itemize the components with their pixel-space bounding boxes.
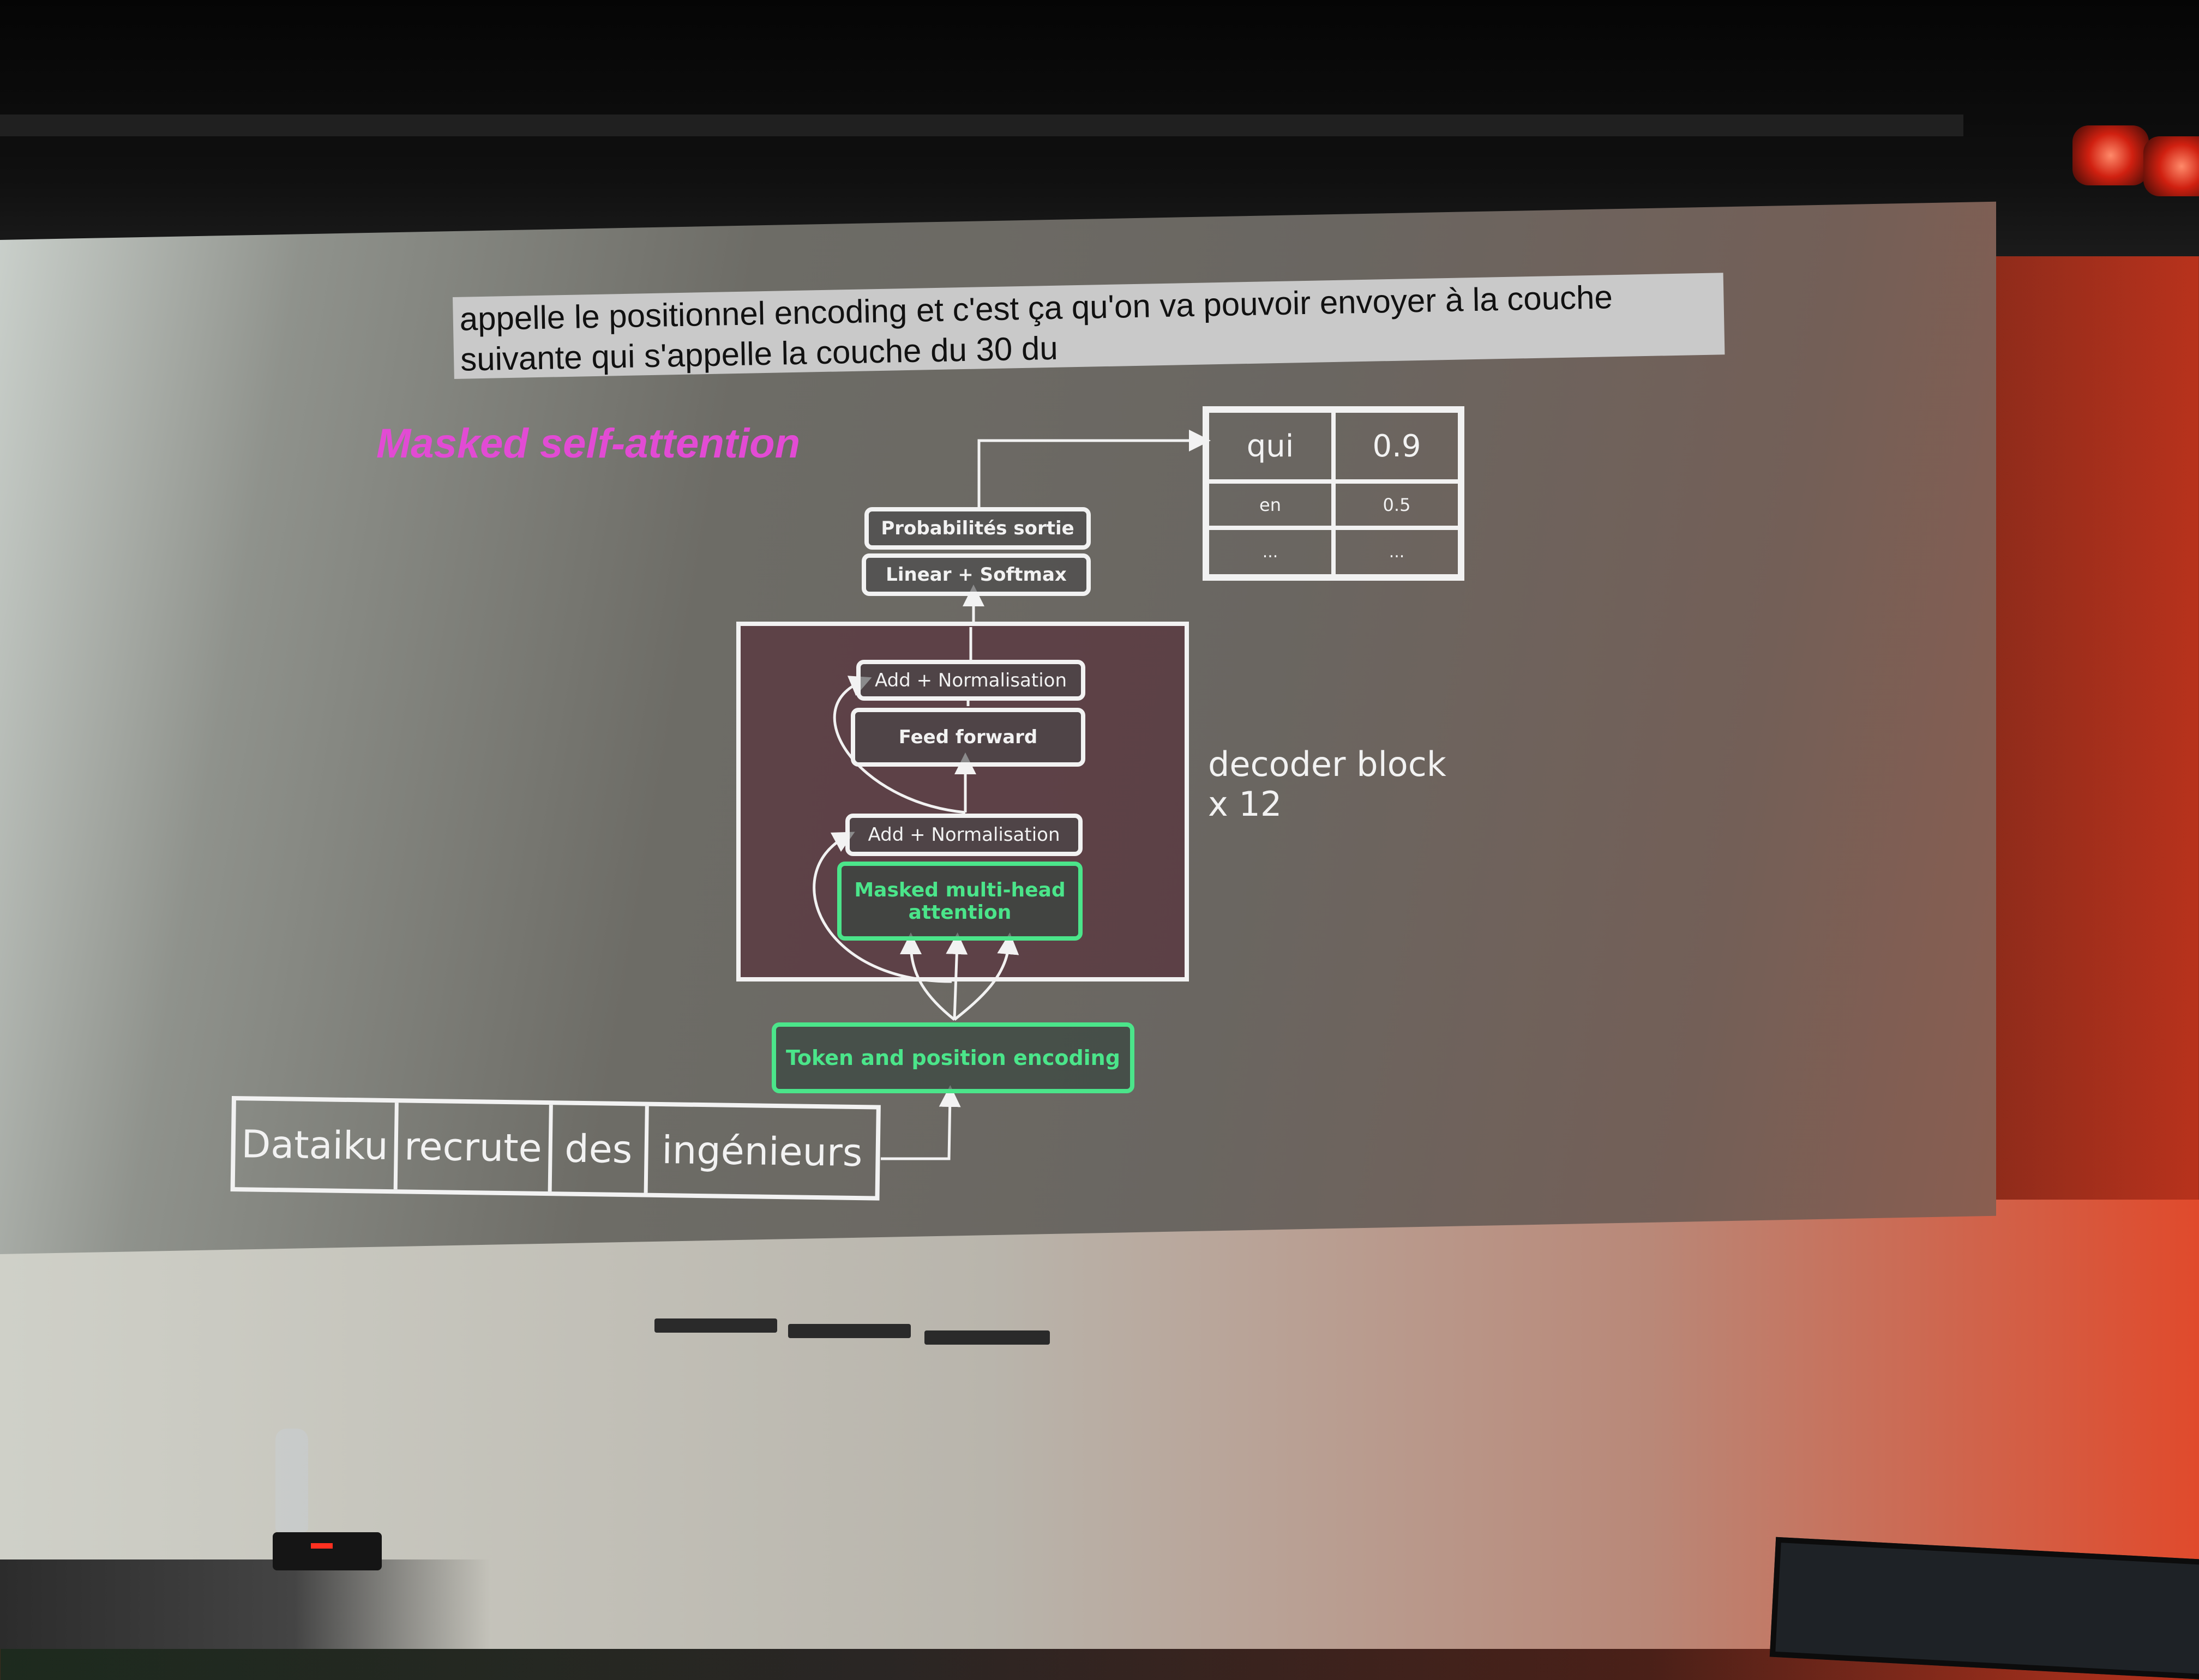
arrow-v xyxy=(953,932,1019,1021)
token-cell: recrute xyxy=(397,1103,553,1192)
probabilites-sortie-box: Probabilités sortie xyxy=(864,507,1091,550)
masked-mha-label-line1: Masked multi-head xyxy=(854,878,1066,901)
wall-slot xyxy=(654,1318,777,1333)
probability-table: qui 0.9 en 0.5 ... ... xyxy=(1203,406,1464,581)
prob-cell-value: 0.9 xyxy=(1333,411,1460,481)
ceiling-beam xyxy=(0,115,1963,136)
arrow-tokens-to-encoding xyxy=(881,1085,961,1160)
probabilites-sortie-label: Probabilités sortie xyxy=(881,517,1074,539)
linear-softmax-label: Linear + Softmax xyxy=(886,564,1067,586)
stage-light xyxy=(2072,125,2149,185)
add-normalisation-bottom-box: Add + Normalisation xyxy=(845,814,1083,856)
masked-mha-label-line2: attention xyxy=(908,901,1012,924)
token-position-encoding-label: Token and position encoding xyxy=(786,1046,1120,1070)
water-bottle xyxy=(275,1429,308,1532)
network-device xyxy=(273,1532,382,1570)
wall-slot xyxy=(788,1324,911,1338)
prob-cell-word: qui xyxy=(1207,411,1333,481)
slide-title: Masked self-attention xyxy=(376,420,801,467)
linear-softmax-box: Linear + Softmax xyxy=(862,553,1091,596)
token-cell: ingénieurs xyxy=(661,1127,863,1175)
arrow-q xyxy=(900,932,956,1021)
input-token-row: Dataiku recrute des ingénieurs xyxy=(230,1096,881,1201)
wall-slot xyxy=(924,1330,1050,1345)
decoder-block-label-line1: decoder block xyxy=(1208,744,1446,784)
arrow-to-table xyxy=(977,430,1211,510)
prob-cell-word: ... xyxy=(1207,528,1333,576)
ceiling xyxy=(0,0,2199,256)
prob-cell-value: ... xyxy=(1333,528,1460,576)
arrow-k xyxy=(946,932,968,1020)
masked-multi-head-attention-box: Masked multi-head attention xyxy=(837,862,1083,941)
device-led xyxy=(311,1543,333,1549)
prob-cell-value: 0.5 xyxy=(1333,481,1460,528)
add-normalisation-top-box: Add + Normalisation xyxy=(856,660,1085,701)
residual-bottom xyxy=(813,832,952,983)
token-cell: Dataiku xyxy=(235,1100,399,1190)
decoder-block-label-line2: x 12 xyxy=(1208,784,1282,824)
feed-forward-label: Feed forward xyxy=(898,726,1038,748)
feed-forward-box: Feed forward xyxy=(851,708,1085,767)
token-position-encoding-box: Token and position encoding xyxy=(772,1022,1134,1093)
add-normalisation-bottom-label: Add + Normalisation xyxy=(868,824,1060,846)
decoder-block-label: decoder block x 12 xyxy=(1208,744,1446,824)
stage-light xyxy=(2143,136,2199,196)
laptop-screen xyxy=(1769,1537,2199,1680)
token-cell: des xyxy=(551,1105,650,1193)
residual-top xyxy=(833,676,966,814)
add-normalisation-top-label: Add + Normalisation xyxy=(874,669,1067,691)
prob-cell-word: en xyxy=(1207,481,1333,528)
desk xyxy=(0,1559,491,1649)
